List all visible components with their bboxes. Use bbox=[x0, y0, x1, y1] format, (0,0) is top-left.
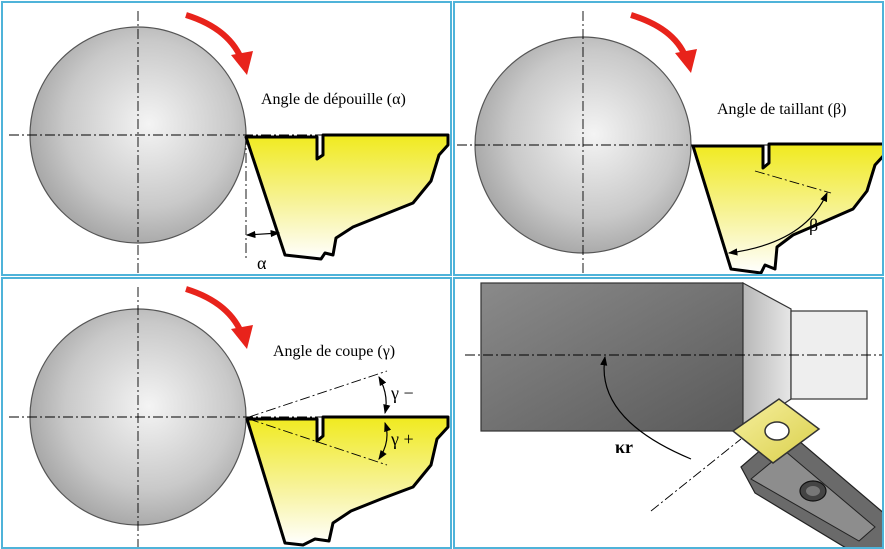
relief-angle-title: Angle de dépouille (α) bbox=[261, 91, 406, 108]
approach-angle-arc bbox=[600, 355, 692, 460]
center-lines bbox=[9, 11, 333, 274]
approach-angle-symbol: κr bbox=[615, 437, 633, 457]
rake-angle-title: Angle de coupe (γ) bbox=[273, 343, 395, 360]
panel-wedge-angle: Angle de taillant (β) β bbox=[453, 1, 884, 276]
insert-clamp-hole-icon bbox=[764, 421, 790, 441]
rake-reference-lines bbox=[248, 370, 388, 466]
rotation-arrow-icon bbox=[185, 12, 253, 75]
panel-relief-angle: Angle de dépouille (α) α bbox=[1, 1, 452, 276]
rotation-arrow-icon bbox=[185, 286, 253, 349]
panel-approach-angle: κr bbox=[453, 277, 884, 549]
relief-angle-arc bbox=[245, 229, 281, 239]
rake-angle-arcs bbox=[378, 375, 392, 460]
rotation-arrow-icon bbox=[630, 12, 697, 73]
panel-rake-angle: Angle de coupe (γ) γ − γ + bbox=[1, 277, 452, 549]
cutting-tool bbox=[244, 133, 450, 261]
workpiece-chamfer bbox=[742, 281, 868, 433]
wedge-reference-line bbox=[754, 170, 832, 194]
rake-angle-negative-symbol: γ − bbox=[390, 383, 414, 403]
cutting-tool bbox=[245, 415, 450, 547]
wedge-angle-arc bbox=[727, 191, 828, 256]
wedge-angle-symbol: β bbox=[809, 215, 818, 235]
cutting-insert bbox=[731, 398, 821, 464]
cutting-tool bbox=[691, 142, 882, 274]
holder-screw bbox=[799, 480, 827, 502]
center-lines bbox=[9, 287, 333, 547]
wedge-angle-title: Angle de taillant (β) bbox=[717, 101, 846, 118]
rake-angle-positive-symbol: γ + bbox=[390, 429, 414, 449]
relief-angle-symbol: α bbox=[257, 253, 267, 273]
workpiece-bar bbox=[480, 282, 744, 432]
axis-line bbox=[465, 354, 882, 512]
